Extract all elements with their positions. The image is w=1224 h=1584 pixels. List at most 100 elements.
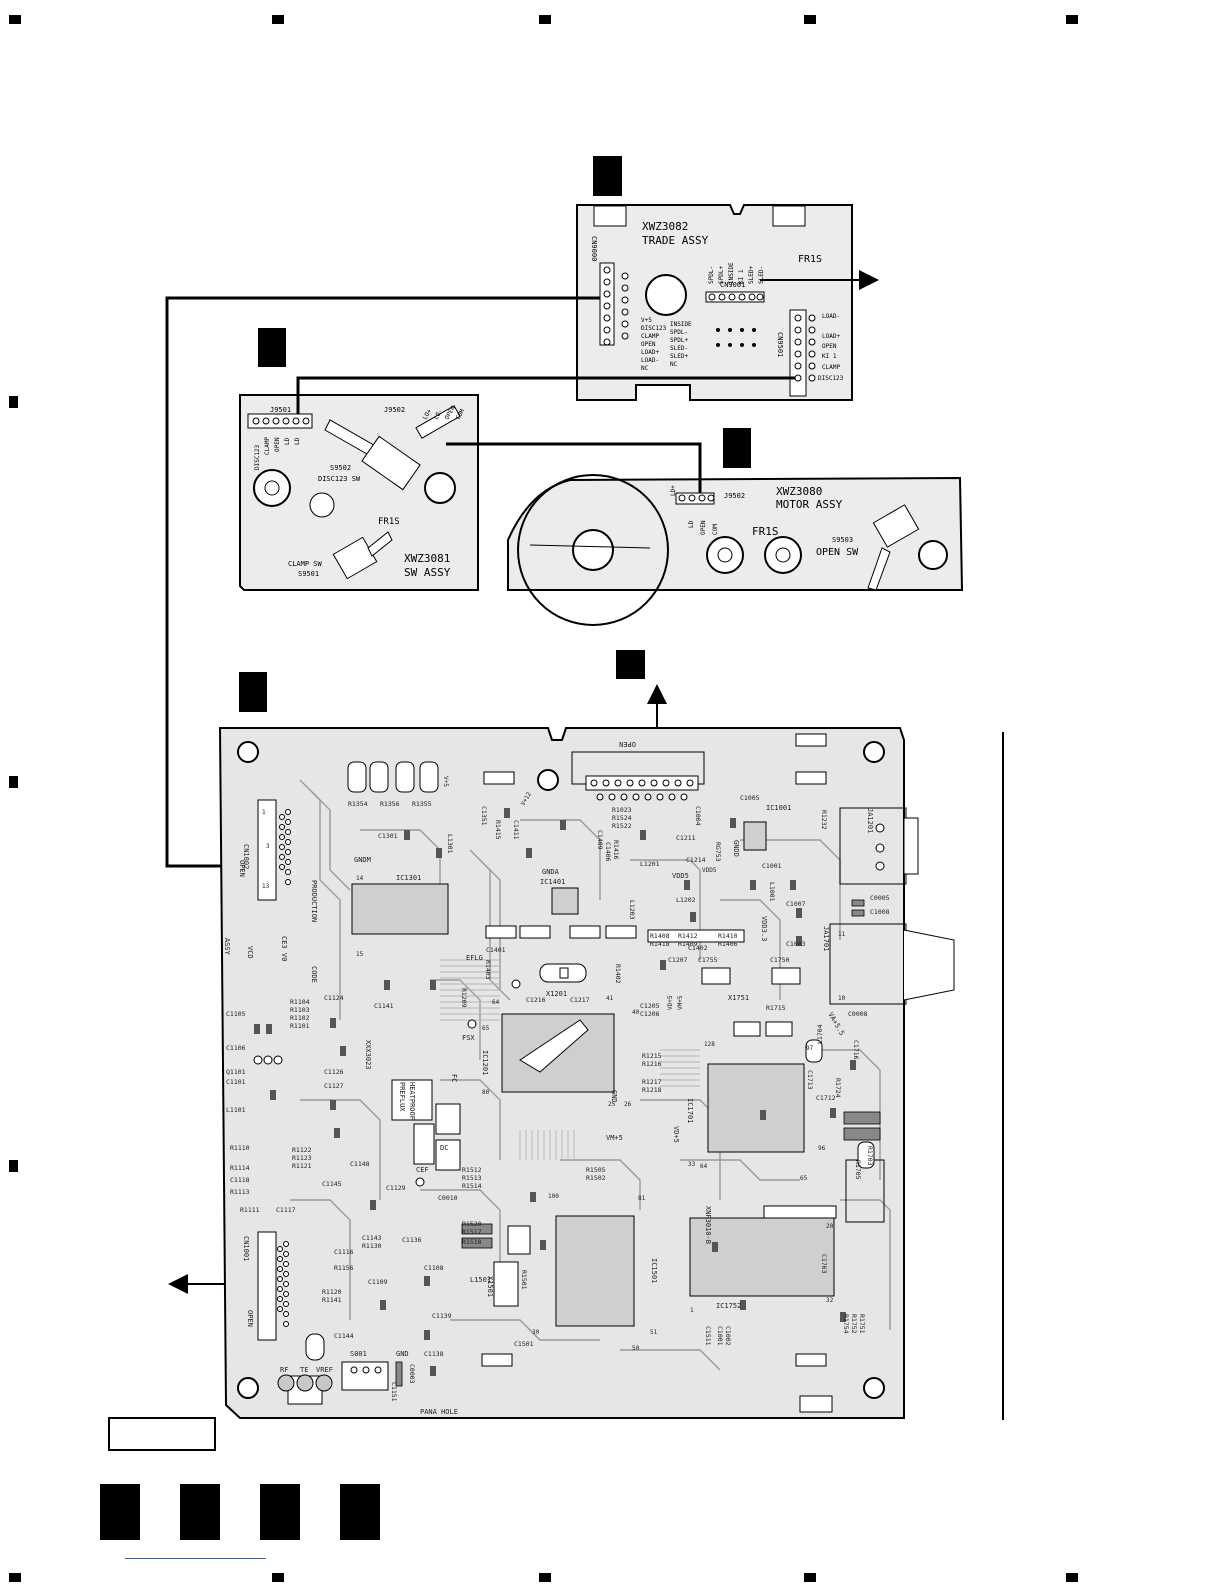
x1201-label: X1201 <box>546 990 567 998</box>
svg-text:SPDL+: SPDL+ <box>718 266 725 284</box>
svg-text:LOAD-: LOAD- <box>822 313 840 320</box>
svg-text:C1145: C1145 <box>322 1180 342 1188</box>
sw-assy-board: J9501 J9502 DISC123 CLAMP OPEN LD LD LO+… <box>239 394 479 591</box>
svg-text:C1750: C1750 <box>770 956 790 964</box>
svg-text:R1355: R1355 <box>412 800 432 808</box>
reg-mark <box>804 15 816 24</box>
svg-text:C1214: C1214 <box>686 856 706 864</box>
link-underline[interactable] <box>125 1558 266 1559</box>
svg-text:41: 41 <box>606 995 614 1002</box>
svg-text:L1704: L1704 <box>816 1024 824 1044</box>
svg-text:C1007: C1007 <box>786 900 806 908</box>
reg-mark <box>539 1573 551 1582</box>
svg-text:R1104: R1104 <box>290 998 310 1006</box>
svg-text:R1418: R1418 <box>650 940 670 948</box>
reg-mark <box>1066 15 1078 24</box>
svg-text:R1416: R1416 <box>612 840 620 860</box>
svg-text:R1122: R1122 <box>292 1146 312 1154</box>
svg-text:R1502: R1502 <box>586 1174 606 1182</box>
svg-text:C1206: C1206 <box>640 1010 660 1018</box>
svg-text:VM+5: VM+5 <box>677 995 684 1010</box>
svg-text:R1501: R1501 <box>520 1270 528 1290</box>
ic1401-body <box>551 887 579 915</box>
svg-text:C0003: C0003 <box>408 1364 416 1384</box>
svg-text:97: 97 <box>806 1045 814 1052</box>
svg-text:DISC123: DISC123 <box>641 325 667 332</box>
production-label: PRODUCTION <box>310 880 318 922</box>
page-tab <box>180 1484 220 1540</box>
page-tab <box>100 1484 140 1540</box>
section-marker <box>723 428 751 468</box>
svg-text:LD: LD <box>688 520 695 528</box>
ja1201-label: JA1201 <box>866 808 874 833</box>
reg-mark <box>804 1573 816 1582</box>
motor-assy-board: J9502 LD+ LD OPEN COM XWZ3080 MOTOR ASSY… <box>507 474 964 626</box>
svg-text:15: 15 <box>356 951 364 958</box>
svg-text:R1408: R1408 <box>650 932 670 940</box>
motor-board-name: XWZ3080 <box>776 485 822 498</box>
svg-text:R1724: R1724 <box>834 1078 842 1098</box>
svg-text:C1511: C1511 <box>704 1326 712 1346</box>
svg-text:11: 11 <box>838 931 846 938</box>
svg-text:R1156: R1156 <box>334 1264 354 1272</box>
svg-text:R1715: R1715 <box>766 1004 786 1012</box>
svg-text:128: 128 <box>704 1041 715 1048</box>
svg-text:R1114: R1114 <box>230 1164 250 1172</box>
svg-text:1: 1 <box>262 809 266 816</box>
svg-text:C1207: C1207 <box>668 956 688 964</box>
svg-text:KI 1: KI 1 <box>738 269 745 284</box>
svg-text:R1403: R1403 <box>484 960 492 980</box>
code-label: CODE <box>310 966 318 983</box>
pana-hole-label: PANA HOLE <box>420 1408 458 1416</box>
svg-text:C1127: C1127 <box>324 1082 344 1090</box>
svg-text:SLED+: SLED+ <box>670 353 688 360</box>
svg-text:C1763: C1763 <box>820 1254 828 1274</box>
svg-text:C1301: C1301 <box>378 832 398 840</box>
ic1001-label: IC1001 <box>766 804 791 812</box>
vdd33-label: VDD3.3 <box>760 916 768 941</box>
svg-text:C1001: C1001 <box>716 1326 724 1346</box>
svg-text:R1522: R1522 <box>612 822 632 830</box>
fc-label: FC <box>450 1074 458 1082</box>
svg-text:C1143: C1143 <box>362 1234 382 1242</box>
cn-open-label: OPEN <box>619 740 636 748</box>
cn1001-body <box>257 1231 277 1341</box>
svg-text:C1108: C1108 <box>424 1264 444 1272</box>
svg-text:RG753: RG753 <box>714 842 722 862</box>
svg-text:C1005: C1005 <box>740 794 760 802</box>
svg-text:R1518: R1518 <box>462 1238 482 1246</box>
trade-cn-a-label: CN9000 <box>590 236 598 261</box>
svg-text:LD: LD <box>294 437 301 445</box>
svg-text:DISC123: DISC123 <box>818 375 844 382</box>
svg-text:10: 10 <box>838 995 846 1002</box>
svg-text:C1501: C1501 <box>514 1340 534 1348</box>
trade-cn-b-label: CN9001 <box>720 281 745 289</box>
svg-text:C1117: C1117 <box>276 1206 296 1214</box>
svg-text:SPDL-: SPDL- <box>708 266 715 284</box>
rf-label: RF <box>280 1366 288 1374</box>
svg-text:C1116: C1116 <box>334 1248 354 1256</box>
svg-text:C1351: C1351 <box>480 806 488 826</box>
svg-text:C1216: C1216 <box>526 996 546 1004</box>
svg-text:96: 96 <box>818 1145 826 1152</box>
svg-text:R1703: R1703 <box>866 1146 874 1166</box>
reg-mark <box>9 15 21 24</box>
svg-text:SLED-: SLED- <box>670 345 688 352</box>
page-tab <box>340 1484 380 1540</box>
svg-text:R1217: R1217 <box>642 1078 662 1086</box>
sw-j1-label: J9501 <box>270 406 291 414</box>
vm5-label: VM+5 <box>606 1134 623 1142</box>
cn1002-label: CN1002 <box>242 844 250 869</box>
svg-text:R1216: R1216 <box>642 1060 662 1068</box>
svg-text:C1139: C1139 <box>432 1312 452 1320</box>
svg-text:R1412: R1412 <box>678 932 698 940</box>
section-marker <box>258 328 286 367</box>
svg-text:LO-: LO- <box>433 408 444 421</box>
trade-assy-board: XWZ3082 TRADE ASSY FR1S CN9001 CN9000 CN… <box>576 204 853 401</box>
reg-mark <box>1066 1573 1078 1582</box>
trade-board-assy: TRADE ASSY <box>642 234 709 247</box>
trade-fr-label: FR1S <box>798 254 822 265</box>
svg-text:LOAD+: LOAD+ <box>641 349 659 356</box>
svg-text:R1111: R1111 <box>240 1206 260 1214</box>
svg-text:C1144: C1144 <box>334 1332 354 1340</box>
